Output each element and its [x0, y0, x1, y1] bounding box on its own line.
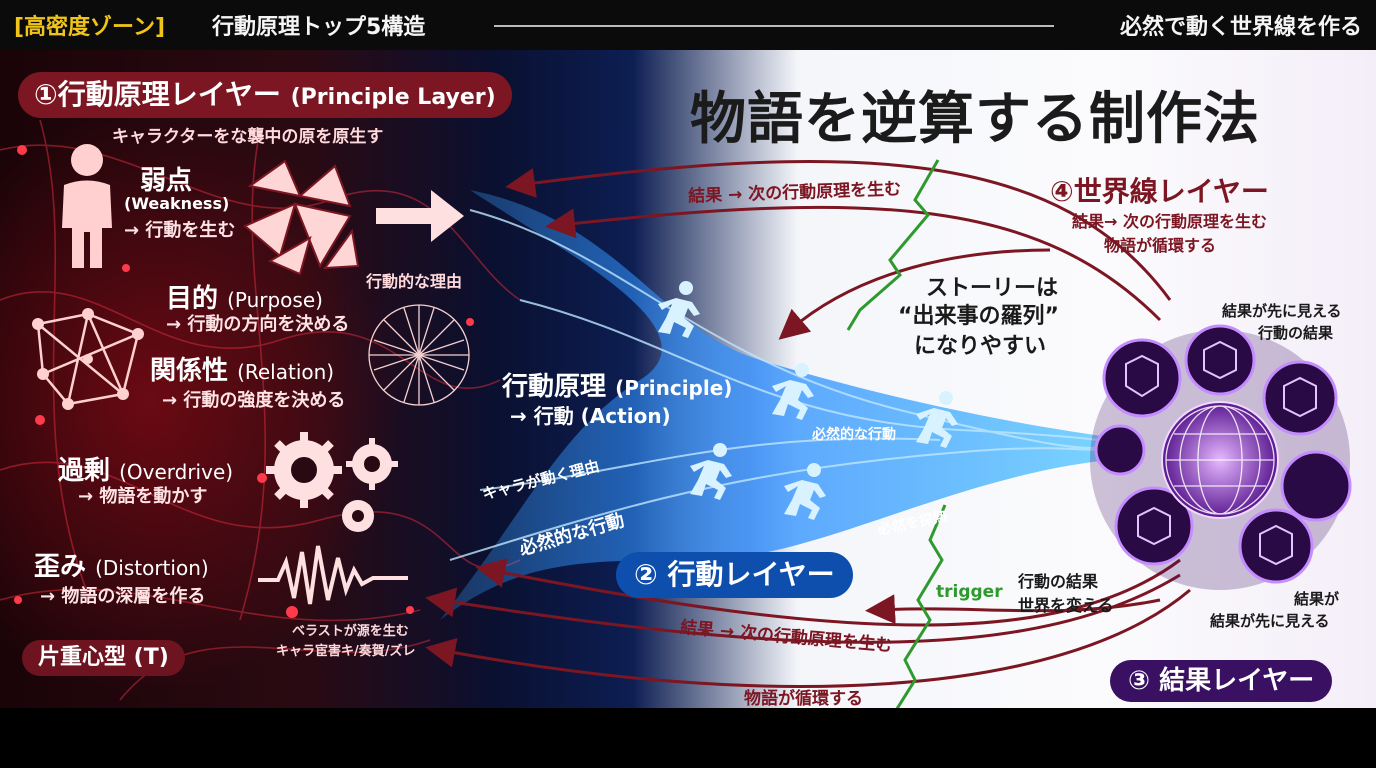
- layer1-label-ja: ①行動原理レイヤー: [34, 78, 281, 111]
- layer3-label: ③ 結果レイヤー: [1110, 660, 1333, 702]
- layer4-desc2: 物語が循環する: [1104, 236, 1217, 255]
- story-line2: “出来事の羅列”: [898, 304, 1059, 329]
- item-weakness-name: 弱点: [140, 166, 193, 196]
- layer4-label: ④世界線レイヤー: [1050, 175, 1269, 208]
- item-overdrive-en: (Overdrive): [119, 460, 234, 484]
- bottom-note2: キャラ宦害キ/奏賀/ズレ: [276, 644, 416, 659]
- item-weakness-en: (Weakness): [124, 194, 230, 213]
- arrow-right-icon: [376, 190, 464, 242]
- item-relation-en: (Relation): [237, 360, 335, 384]
- item-distortion-ja: 歪み: [34, 552, 87, 582]
- layer2-principle-en: (Principle): [615, 376, 733, 400]
- item-relation-ja: 関係性: [150, 356, 229, 386]
- item-purpose-ja: 目的: [166, 284, 219, 314]
- item-relation-name: 関係性 (Relation): [150, 350, 334, 387]
- gears-icon: [266, 432, 398, 532]
- story-line1: ストーリーは: [926, 276, 1059, 301]
- item-purpose-desc: → 行動の方向を決める: [166, 314, 350, 335]
- shattered-glass-icon: [243, 159, 360, 276]
- header-title: 行動原理トップ5構造: [212, 15, 426, 40]
- layer1-subtitle: キャラクターをな襲中の原を原生す: [112, 127, 384, 147]
- reason-label: 行動的な理由: [366, 272, 463, 291]
- layer3-right2: 結果が先に見える: [1210, 612, 1330, 630]
- header-tag: [高密度ゾーン]: [14, 15, 166, 40]
- layer3-change1: 行動の結果: [1018, 572, 1099, 591]
- layer2-principle: 行動原理 (Principle): [502, 366, 732, 403]
- person-icon: [62, 144, 112, 268]
- item-weakness-desc: → 行動を生む: [124, 220, 236, 241]
- layer3-top2: 行動の結果: [1258, 324, 1334, 342]
- layer2-label: ② 行動レイヤー: [616, 552, 853, 598]
- footer-bar: [0, 708, 1376, 768]
- main-title: 物語を逆算する制作法: [690, 87, 1260, 152]
- header-right-text: 必然で動く世界線を作る: [1119, 15, 1362, 40]
- item-purpose-name: 目的 (Purpose): [166, 278, 323, 315]
- header-bar: [高密度ゾーン] 行動原理トップ5構造 必然で動く世界線を作る: [0, 0, 1376, 50]
- layer4-desc1: 結果→ 次の行動原理を生む: [1072, 212, 1267, 231]
- layer2-principle-ja: 行動原理: [502, 372, 607, 402]
- runner-icon: [658, 281, 700, 338]
- inevitable-action-2: 必然的な行動: [812, 427, 896, 443]
- item-overdrive-desc: → 物語を動かす: [78, 486, 208, 507]
- layer1-label: ①行動原理レイヤー (Principle Layer): [18, 72, 512, 118]
- runner-icon: [690, 443, 732, 500]
- network-icon: [32, 308, 144, 410]
- layer1-label-en: (Principle Layer): [290, 85, 496, 110]
- waveform-icon: [258, 545, 408, 605]
- bottom-note1: ベラストが源を生む: [292, 624, 409, 639]
- mesh-ball-icon: [368, 304, 470, 406]
- header-divider: [494, 25, 1054, 27]
- item-relation-desc: → 行動の強度を決める: [162, 390, 346, 411]
- item-overdrive-ja: 過剰: [58, 456, 111, 486]
- story-line3: になりやすい: [914, 334, 1047, 359]
- trigger-label: trigger: [936, 582, 1003, 602]
- layer3-right1: 結果が: [1294, 590, 1340, 608]
- runner-icon: [916, 391, 958, 448]
- layer3-change2: 世界を変える: [1018, 596, 1114, 615]
- item-distortion-name: 歪み (Distortion): [34, 546, 209, 583]
- type-badge: 片重心型 (T): [22, 640, 185, 676]
- runner-icon: [772, 363, 814, 420]
- layer2-action: → 行動 (Action): [510, 404, 671, 428]
- item-overdrive-name: 過剰 (Overdrive): [58, 450, 233, 487]
- item-distortion-en: (Distortion): [95, 556, 209, 580]
- item-distortion-desc: → 物語の深層を作る: [40, 586, 206, 607]
- runner-icon: [784, 463, 826, 520]
- globe-icon: [1165, 405, 1275, 515]
- item-purpose-en: (Purpose): [227, 288, 323, 312]
- layer3-top1: 結果が先に見える: [1222, 302, 1342, 320]
- loop-bottom-text-2: 物語が循環する: [744, 689, 863, 709]
